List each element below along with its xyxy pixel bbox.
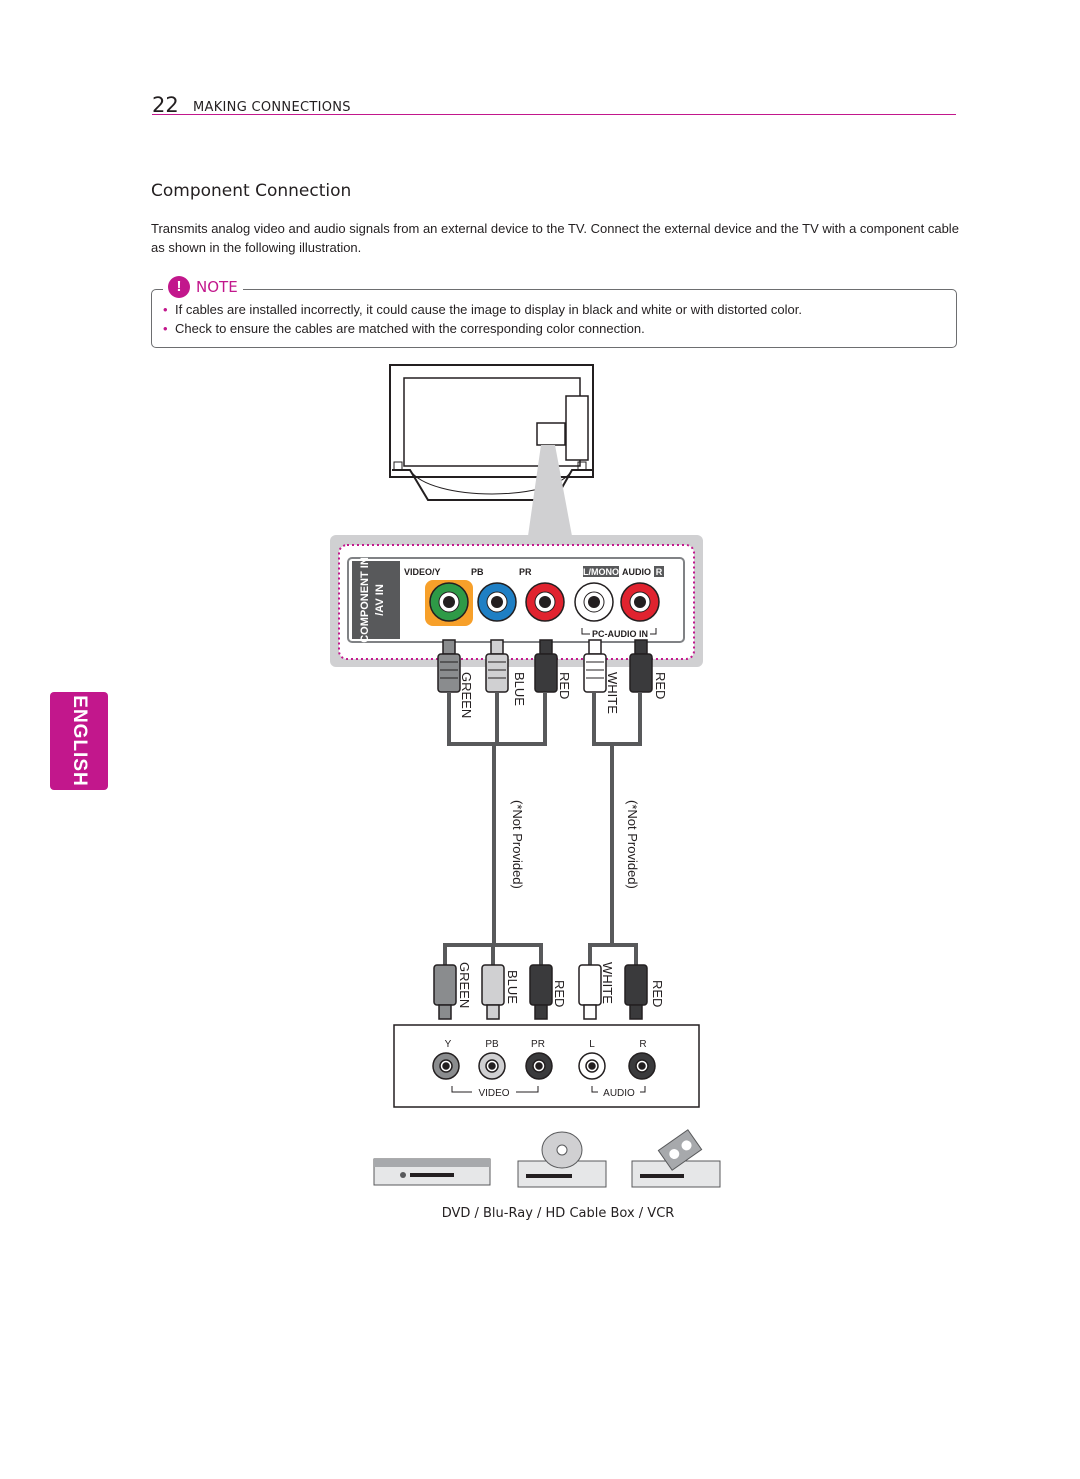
note-list: If cables are installed incorrectly, it … [161, 300, 802, 338]
device-label-video: VIDEO [478, 1088, 509, 1099]
cable-label-red: RED [552, 980, 567, 1007]
device-label-audio: AUDIO [603, 1088, 635, 1099]
cable-label-white: WHITE [600, 962, 615, 1004]
panel-title-1: COMPONENT IN [359, 557, 371, 643]
note-header: ! NOTE [163, 275, 243, 299]
vcr-icon [631, 1129, 721, 1188]
cable-label-red: RED [653, 672, 668, 699]
note-item: If cables are installed incorrectly, it … [161, 300, 802, 319]
not-provided-label: (*Not Provided) [625, 800, 640, 889]
cable-label-blue: BLUE [505, 970, 520, 1004]
device-caption: DVD / Blu-Ray / HD Cable Box / VCR [441, 1206, 675, 1221]
page-title: Component Connection [151, 181, 352, 201]
device-label-r: R [639, 1039, 646, 1050]
language-tab: ENGLISH [50, 692, 108, 790]
cable-label-white: WHITE [605, 672, 620, 714]
blu-ray-player-icon [517, 1131, 607, 1188]
cable-plugs-top [437, 639, 653, 693]
dvd-player-icon [373, 1158, 491, 1186]
not-provided-label: (*Not Provided) [510, 800, 525, 889]
label-pr: PR [519, 567, 532, 577]
cable-label-green: GREEN [459, 672, 474, 718]
cable-label-red: RED [650, 980, 665, 1007]
note-item: Check to ensure the cables are matched w… [161, 319, 802, 338]
note-label: NOTE [196, 278, 238, 296]
device-label-y: Y [445, 1039, 452, 1050]
label-r: R [656, 567, 663, 577]
cable-plugs-bottom [433, 964, 648, 1020]
tv-input-panel: COMPONENT IN/AV IN VIDEO/Y PB PR L/MONO … [330, 535, 703, 667]
device-label-pb: PB [485, 1039, 499, 1050]
exclamation-icon: ! [168, 276, 190, 298]
svg-text:COMPONENT IN/AV IN: COMPONENT IN/AV IN [359, 557, 386, 643]
cable-label-red: RED [557, 672, 572, 699]
cable-labels-bottom: GREEN BLUE RED WHITE RED [457, 962, 665, 1008]
label-pb: PB [471, 567, 484, 577]
note-box [151, 289, 957, 348]
label-pc-audio-in: PC-AUDIO IN [592, 629, 648, 639]
cable-label-blue: BLUE [512, 672, 527, 706]
intro-paragraph: Transmits analog video and audio signals… [151, 221, 959, 255]
device-input-panel: Y PB PR L R VIDEO AUDIO [393, 1024, 700, 1108]
panel-title-2: /AV IN [374, 584, 386, 616]
label-video-y: VIDEO/Y [404, 567, 441, 577]
tv-illustration [389, 364, 594, 536]
device-label-pr: PR [531, 1039, 545, 1050]
device-label-l: L [589, 1039, 595, 1050]
cable-labels-top: GREEN BLUE RED WHITE RED (*Not Provided)… [459, 672, 668, 889]
cable-label-green: GREEN [457, 962, 472, 1008]
cables [443, 692, 642, 965]
page-number: 22 [152, 93, 179, 117]
section-title: MAKING CONNECTIONS [193, 100, 351, 115]
page-header: 22 MAKING CONNECTIONS [152, 93, 956, 117]
label-lmono: L/MONO [583, 567, 619, 577]
label-audio: AUDIO [622, 567, 651, 577]
